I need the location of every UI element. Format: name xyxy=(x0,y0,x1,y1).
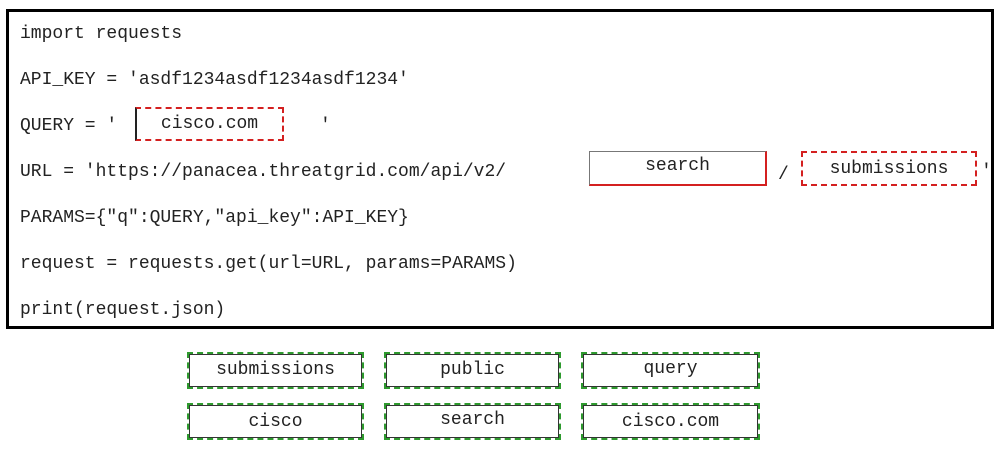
code-panel: import requests API_KEY = 'asdf1234asdf1… xyxy=(6,9,994,329)
code-line-query-prefix: QUERY = ' xyxy=(20,116,118,136)
code-line-query-suffix: ' xyxy=(320,116,331,136)
drop-slot-query[interactable]: cisco.com xyxy=(135,107,284,141)
code-line-params: PARAMS={"q":QUERY,"api_key":API_KEY} xyxy=(20,208,409,228)
code-line-url-suffix: ' xyxy=(981,162,992,182)
answer-tile-cisco[interactable]: cisco xyxy=(187,403,364,440)
drop-slot-url-part2[interactable]: submissions xyxy=(801,151,977,186)
code-line-api-key: API_KEY = 'asdf1234asdf1234asdf1234' xyxy=(20,70,409,90)
answer-tile-query[interactable]: query xyxy=(581,352,760,389)
code-line-request: request = requests.get(url=URL, params=P… xyxy=(20,254,517,274)
code-line-url-separator: / xyxy=(778,165,789,185)
drop-slot-url-part1[interactable]: search xyxy=(589,151,767,186)
answer-tile-cisco-com[interactable]: cisco.com xyxy=(581,403,760,440)
code-line-import: import requests xyxy=(20,24,183,44)
answer-tile-search[interactable]: search xyxy=(384,403,561,440)
answer-tile-submissions[interactable]: submissions xyxy=(187,352,364,389)
code-line-url-prefix: URL = 'https://panacea.threatgrid.com/ap… xyxy=(20,162,507,182)
answer-tile-public[interactable]: public xyxy=(384,352,561,389)
code-line-print: print(request.json) xyxy=(20,300,226,320)
